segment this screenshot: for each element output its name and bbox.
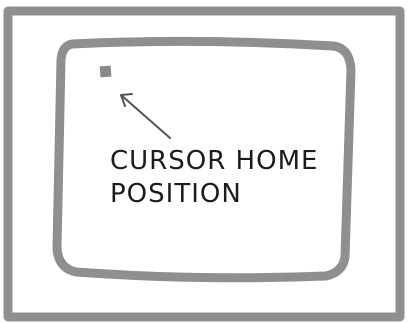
caption-line-1: CURSOR HOME xyxy=(110,145,360,178)
caption-line-2: POSITION xyxy=(110,178,360,211)
cursor-home-caption: CURSOR HOME POSITION xyxy=(110,145,360,211)
arrow-icon xyxy=(121,94,170,138)
cursor-block-icon xyxy=(100,66,112,78)
